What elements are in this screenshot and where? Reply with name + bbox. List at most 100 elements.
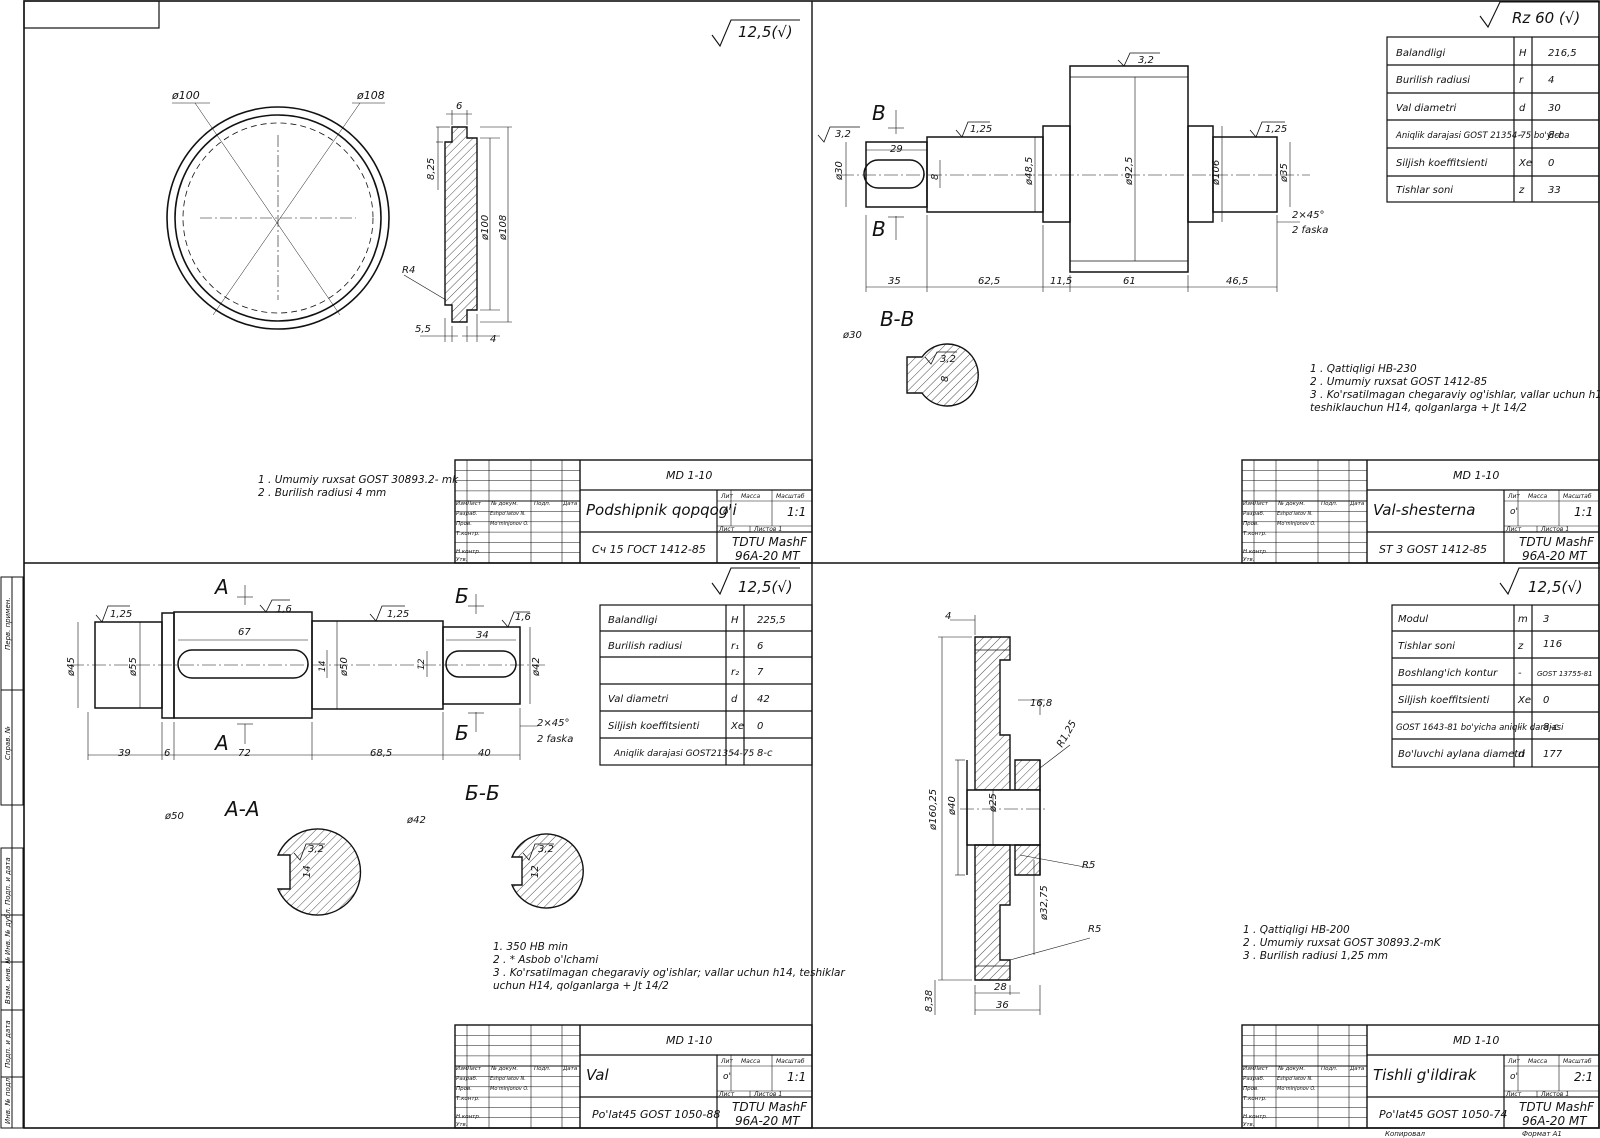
- tb-label: Лист: [1505, 1091, 1522, 1098]
- section-title: B-B: [880, 307, 914, 331]
- note-line: 2 . Umumiy ruxsat GOST 1412-85: [1310, 376, 1488, 388]
- tb-label: Лист: [1253, 1066, 1269, 1072]
- dim-label: 68,5: [370, 748, 392, 759]
- param-sym: Xe: [1517, 695, 1531, 706]
- tb-label: Масса: [1528, 493, 1547, 500]
- tb-doc-code: MD 1-10: [666, 1034, 712, 1047]
- tb-part-name: Tishli g'ildirak: [1373, 1066, 1478, 1084]
- dim-label: ø30: [842, 330, 862, 341]
- tb-label: Утв.: [1243, 557, 1255, 563]
- dim-label: 8: [940, 376, 951, 382]
- tb-doc-code: MD 1-10: [1453, 469, 1499, 482]
- note-line: 3 . Burilish radiusi 1,25 mm: [1243, 950, 1388, 962]
- param-name: Balandligi: [1396, 48, 1445, 59]
- param-sym: H: [731, 615, 739, 626]
- note-line: 3 . Ko'rsatilmagan chegaraviy og'ishlar,…: [1310, 389, 1600, 401]
- param-name: Boshlang'ich kontur: [1398, 668, 1498, 679]
- section-b-b-view: [906, 343, 979, 407]
- param-sym: r₂: [731, 667, 739, 678]
- dim-label: 36: [996, 1000, 1009, 1011]
- dim-label: ø42: [406, 815, 426, 826]
- roughness-label: 12,5(√): [1528, 578, 1583, 596]
- tb-label: Дата: [562, 501, 578, 507]
- param-name: Siljish koeffitsienti: [1396, 158, 1488, 169]
- gear-params-table: [1386, 36, 1600, 203]
- tb-label: Утв.: [456, 557, 468, 563]
- param-val: 0: [1543, 695, 1549, 706]
- param-sym: d: [1519, 103, 1526, 114]
- tb-developer-name: Eshpo'latov N.: [490, 511, 526, 517]
- param-sym: -: [1518, 722, 1522, 733]
- param-val: 30: [1548, 103, 1561, 114]
- tb-org: TDTU MashF: [1519, 535, 1595, 549]
- section-title: Б-Б: [465, 781, 500, 805]
- param-name: Balandligi: [608, 615, 657, 626]
- dim-label: 4: [945, 611, 951, 622]
- param-name: Bo'luvchi aylana diametri: [1398, 749, 1525, 760]
- param-name: Tishlar soni: [1398, 641, 1455, 652]
- param-name: Aniqlik darajasi GOST 21354-75 bo'yicha: [1395, 131, 1569, 141]
- dim-label: R5: [1088, 924, 1101, 935]
- roughness-symbol: [1499, 567, 1600, 596]
- section-bb-view: [510, 833, 584, 909]
- tb-label: Н.контр.: [1243, 1114, 1268, 1120]
- tb-checker-name: Mo'minjonov O.: [1277, 521, 1316, 527]
- tb-checker-name: Mo'minjonov O.: [490, 521, 529, 527]
- left-margin-strip: [0, 576, 24, 1129]
- tb-label: Листов 1: [1540, 1091, 1569, 1098]
- dim-label: R4: [402, 265, 415, 276]
- tb-doc-code: MD 1-10: [666, 469, 712, 482]
- dim-label: ø55: [128, 657, 139, 677]
- tb-label: Дата: [1349, 501, 1365, 507]
- tb-org: 96A-20 MT: [735, 549, 801, 563]
- note-line: uchun H14, qolganlarga + Jt 14/2: [493, 980, 669, 992]
- note-line: 1 . Umumiy ruxsat GOST 30893.2- mk: [258, 474, 459, 486]
- dim-label: 8,25: [426, 158, 437, 180]
- tb-lit: o': [1510, 1072, 1518, 1082]
- tb-lit: o': [723, 1072, 731, 1082]
- dim-label: 3,2: [835, 129, 851, 140]
- tb-label: № докум.: [490, 1066, 518, 1072]
- param-val: GOST 13755-81: [1537, 670, 1593, 678]
- tb-scale: 2:1: [1574, 1070, 1593, 1084]
- tb-part-name: Val: [586, 1066, 609, 1084]
- tb-org: 96A-20 MT: [735, 1114, 801, 1128]
- param-val: 177: [1543, 749, 1563, 760]
- dim-label: ø108: [356, 89, 385, 102]
- tb-scale: 1:1: [787, 1070, 806, 1084]
- param-val: 6: [757, 641, 763, 652]
- dim-label: ø35: [1279, 163, 1290, 183]
- param-val: 7: [757, 667, 764, 678]
- tb-label: Т.контр.: [456, 1096, 480, 1102]
- dim-label: 2×45°: [537, 718, 569, 729]
- param-name: Siljish koeffitsienti: [608, 721, 700, 732]
- dim-label: 6: [456, 101, 462, 112]
- dim-label: 35: [888, 276, 901, 287]
- tb-label: Масштаб: [776, 1058, 805, 1065]
- tb-material: Сч 15 ГОСТ 1412-85: [592, 543, 706, 556]
- roughness-symbol: [711, 19, 800, 48]
- tb-developer-name: Eshpo'latov N.: [1277, 511, 1313, 517]
- section-label: B: [872, 217, 886, 241]
- tb-label: Масштаб: [1563, 493, 1592, 500]
- tb-label: Разраб.: [456, 511, 478, 517]
- tb-scale: 1:1: [1574, 505, 1593, 519]
- tb-label: Масса: [741, 493, 760, 500]
- note-line: 2 . Umumiy ruxsat GOST 30893.2-mK: [1243, 937, 1442, 949]
- dim-label: 1,25: [970, 124, 992, 135]
- roughness-label: 12,5(√): [738, 578, 793, 596]
- tb-label: Утв.: [456, 1122, 468, 1128]
- tb-label: Лист: [466, 1066, 482, 1072]
- tb-part-name: Podshipnik qopqog'i: [586, 501, 737, 519]
- tb-label: Н.контр.: [456, 549, 481, 555]
- gear-shaft-dimension-lines: [845, 77, 1300, 292]
- dim-label: ø42: [531, 657, 542, 677]
- note-line: teshiklauchun H14, qolganlarga + Jt 14/2: [1310, 402, 1527, 414]
- param-val: 8-c: [757, 748, 773, 759]
- tb-label: Лит: [1507, 493, 1520, 500]
- param-val: 225,5: [757, 615, 786, 626]
